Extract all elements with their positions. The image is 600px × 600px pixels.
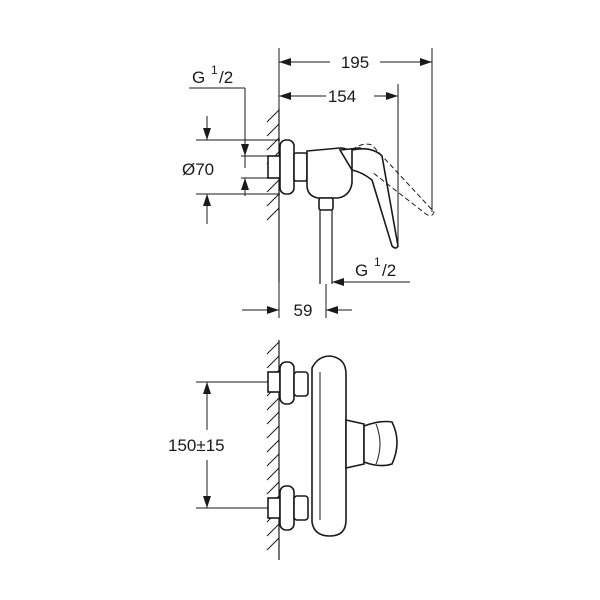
thread-inlet-num: 1 xyxy=(211,63,218,77)
cartridge-front xyxy=(345,419,365,469)
union-nut-lower xyxy=(293,495,309,521)
thread-inlet-den: /2 xyxy=(219,68,233,87)
thread-outlet-num: 1 xyxy=(374,255,381,269)
front-view xyxy=(266,340,398,560)
dim-handle-depth: 154 xyxy=(279,84,399,246)
inlet-nipple-side xyxy=(267,155,281,179)
thread-inlet-g: G xyxy=(192,68,205,87)
inlet-nipple-lower xyxy=(267,497,281,519)
dim-overall-depth: 195 xyxy=(278,48,433,212)
thread-outlet-g: G xyxy=(355,261,368,280)
dim-center-distance: 150±15 xyxy=(168,381,268,509)
union-nut-upper xyxy=(293,371,309,397)
mixer-body-front xyxy=(311,355,347,537)
dim-center-distance-label: 150±15 xyxy=(168,436,225,455)
dim-wall-offset: 59 xyxy=(242,282,352,320)
side-view xyxy=(266,108,435,284)
dim-escutcheon-diameter: Ø70 xyxy=(182,116,280,224)
handle-grip-front xyxy=(375,423,381,465)
escutcheon-lower xyxy=(279,485,295,531)
handle-side xyxy=(351,148,399,249)
escutcheon-upper xyxy=(279,361,295,405)
escutcheon-side xyxy=(279,139,295,195)
handle-open-position xyxy=(351,143,435,217)
dim-diameter-label: Ø70 xyxy=(182,160,214,179)
outlet-nut-side xyxy=(318,197,334,211)
union-nut-side xyxy=(293,152,308,182)
dim-overall-depth-label: 195 xyxy=(341,53,369,72)
dim-handle-depth-label: 154 xyxy=(328,87,356,106)
thread-inlet-callout: G 1 /2 xyxy=(189,63,246,168)
thread-outlet-callout: G 1 /2 xyxy=(332,255,410,286)
dim-offset-label: 59 xyxy=(294,301,313,320)
handle-front xyxy=(363,420,398,467)
thread-outlet-den: /2 xyxy=(382,261,396,280)
inlet-nipple-upper xyxy=(267,371,281,393)
